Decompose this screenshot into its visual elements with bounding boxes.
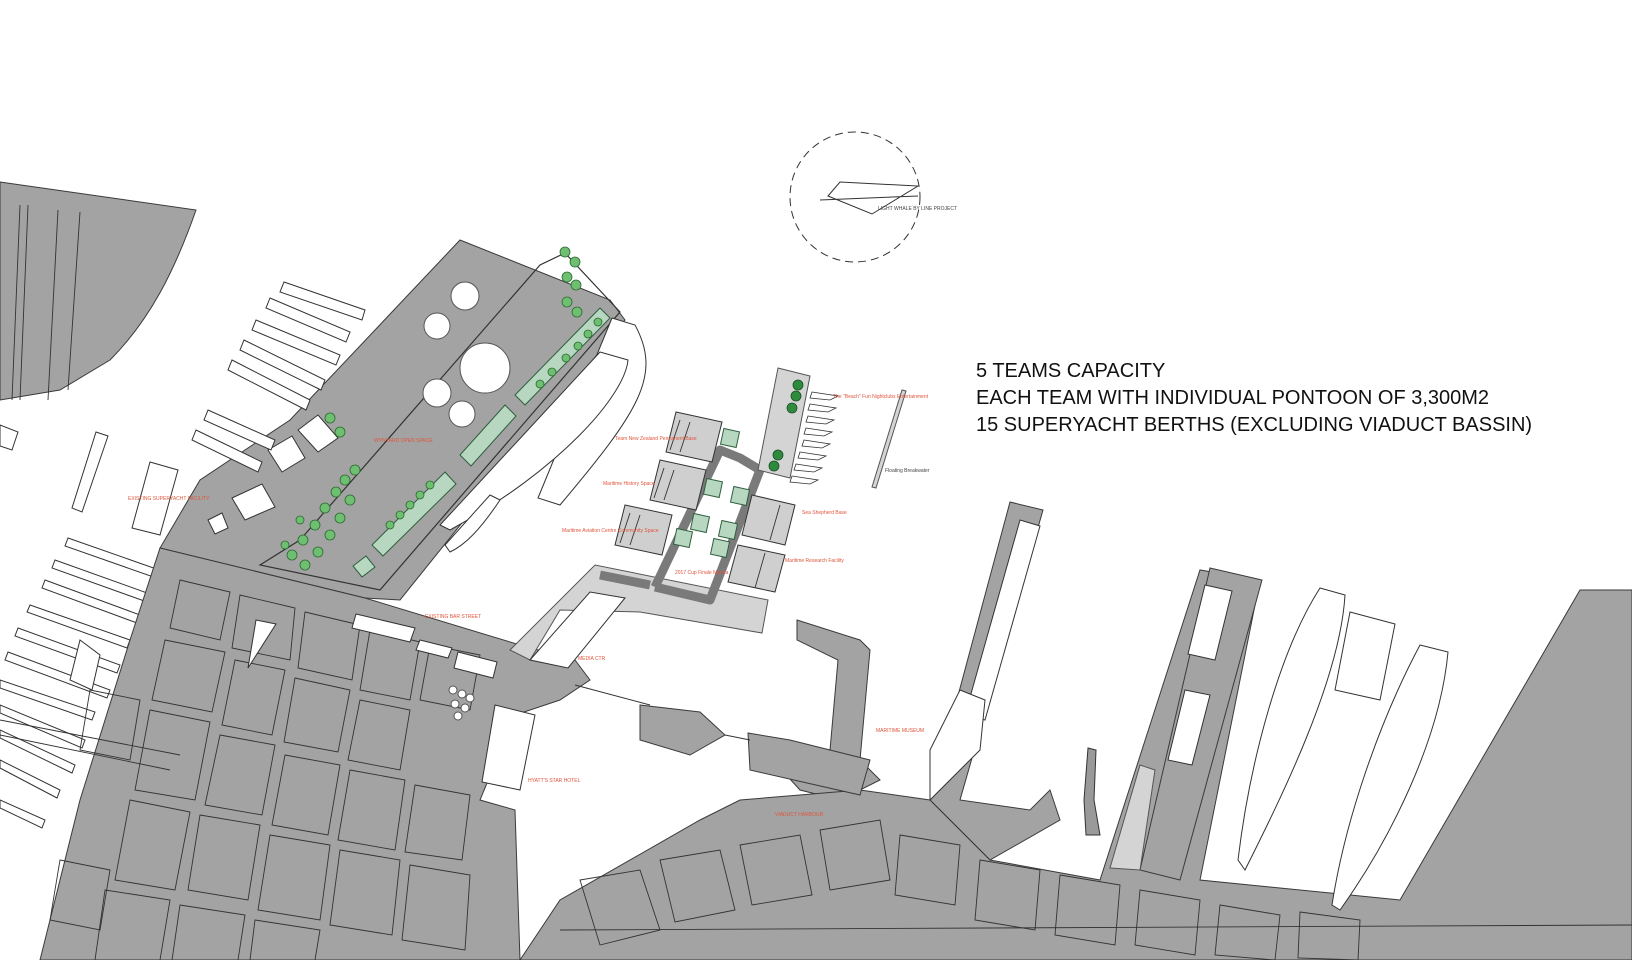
tank-2	[423, 312, 451, 340]
tank-large	[459, 342, 511, 394]
left-marina-piers	[0, 537, 166, 829]
floating-breakwater	[871, 389, 907, 489]
bar-street-buildings	[351, 613, 498, 679]
label-open-space: WYNYARD OPEN SPACE	[374, 438, 433, 444]
wynyard-road-loop	[258, 252, 621, 591]
label-club-finale: 2017 Cup Finale Marina	[675, 570, 729, 576]
hyatt-hotel-block	[481, 704, 536, 791]
northwest-land	[0, 181, 197, 401]
viaduct-lift-bridge	[747, 732, 871, 796]
east-ship-hull-1	[1237, 587, 1346, 871]
east-pier-white	[1334, 611, 1396, 701]
label-viaduct-harbour: VIADUCT HARBOUR	[775, 812, 824, 818]
label-media-centre: MEDIA CTR	[578, 656, 606, 662]
peninsula-buildings	[207, 414, 339, 535]
bridge-line	[574, 684, 651, 706]
green-building-4	[352, 555, 376, 578]
label-team-nz: Team New Zealand Permanent Base	[615, 436, 697, 442]
tank-4	[448, 400, 476, 428]
label-maritime-aviation: Maritime Aviation Centre Community Space	[562, 528, 659, 534]
team-green-squares	[672, 427, 751, 559]
east-blocks	[559, 819, 1632, 960]
beach-yachts	[789, 391, 840, 485]
navy-ship	[1083, 747, 1101, 836]
tank-3	[422, 378, 452, 408]
beach-trees	[768, 379, 804, 472]
team-base-road	[650, 445, 765, 605]
label-existing-superyacht: EXISTING SUPERYACHT FACILITY	[128, 496, 210, 502]
green-building-2	[459, 404, 517, 467]
walkway-white-strip	[529, 591, 626, 669]
plaza-trees	[448, 685, 475, 721]
wynyard-walkway	[509, 564, 769, 661]
bridge-line-2	[724, 734, 751, 741]
light-whale-circle	[789, 131, 921, 263]
team-pontoons	[614, 411, 796, 593]
capacity-summary: 5 TEAMS CAPACITY EACH TEAM WITH INDIVIDU…	[976, 358, 1532, 439]
capacity-line-teams: 5 TEAMS CAPACITY	[976, 360, 1166, 382]
superyacht-hull-3	[444, 494, 501, 553]
label-maritime-museum: MARITIME MUSEUM	[876, 728, 924, 734]
viaduct-basin-island	[639, 704, 726, 756]
princes-wharf-white	[964, 519, 1041, 721]
east-land	[519, 569, 1632, 960]
label-hyatt-star-hotel: HYATT'S STAR HOTEL	[528, 778, 581, 784]
princes-wharf-hull	[929, 689, 986, 802]
western-finger-piers	[0, 281, 366, 536]
label-maritime-history: Maritime History Space	[603, 481, 655, 487]
queens-wharf-white	[1167, 584, 1233, 766]
team-base-road-link	[599, 570, 651, 590]
east-ship-hull-2	[1331, 644, 1449, 911]
superyacht-hull-2	[439, 351, 629, 531]
label-maritime-research: Maritime Research Facility	[785, 558, 844, 564]
white-triangle-block	[247, 619, 277, 669]
navy-wharf	[1109, 764, 1156, 871]
label-sea-shepherd: Sea Shepherd Base	[802, 510, 847, 516]
label-floating-breakwater: Floating Breakwater	[885, 468, 930, 474]
label-light-whale: LIGHT WHALE BY LINE PROJECT	[878, 206, 957, 212]
label-existing-bar-street: EXISTING BAR STREET	[425, 614, 481, 620]
tank-1	[450, 281, 480, 311]
northwest-wharf-lines	[11, 204, 81, 401]
capacity-line-pontoon: EACH TEAM WITH INDIVIDUAL PONTOON OF 3,3…	[976, 387, 1490, 409]
label-the-beach: The "Beach" Fun Nightclubs Entertainment	[833, 394, 929, 400]
light-whale-structure	[819, 181, 920, 215]
peninsula-trees	[280, 246, 603, 571]
team-pontoon-details	[619, 419, 781, 589]
capacity-line-berths: 15 SUPERYACHT BERTHS (EXCLUDING VIADUCT …	[976, 414, 1533, 436]
